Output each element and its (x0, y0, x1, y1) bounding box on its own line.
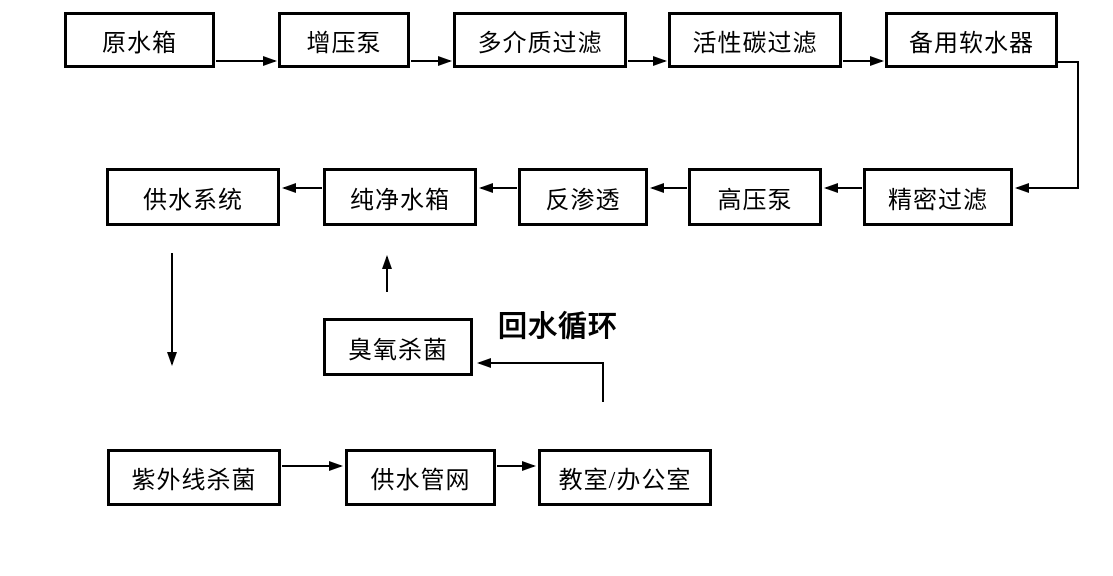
edge-backup-softener-to-precision-filter (1015, 61, 1079, 193)
node-uv-sterilizer: 紫外线杀菌 (107, 449, 281, 506)
node-high-pressure-pump: 高压泵 (688, 168, 822, 226)
node-classroom-office: 教室/办公室 (538, 449, 712, 506)
node-multimedia-filter: 多介质过滤 (453, 12, 627, 68)
node-backup-softener: 备用软水器 (885, 12, 1058, 68)
node-supply-pipe-network: 供水管网 (345, 449, 496, 506)
node-pure-water-tank: 纯净水箱 (323, 168, 477, 226)
node-reverse-osmosis: 反渗透 (518, 168, 648, 226)
node-ozone-sterilizer: 臭氧杀菌 (323, 318, 473, 376)
node-water-supply-system: 供水系统 (106, 168, 280, 226)
node-activated-carbon-filter: 活性碳过滤 (668, 12, 842, 68)
node-precision-filter: 精密过滤 (863, 168, 1013, 226)
edge-classroom-office-to-ozone-sterilizer (477, 358, 604, 402)
node-booster-pump: 增压泵 (278, 12, 410, 68)
return-loop-label: 回水循环 (498, 311, 619, 343)
node-raw-water-tank: 原水箱 (64, 12, 215, 68)
